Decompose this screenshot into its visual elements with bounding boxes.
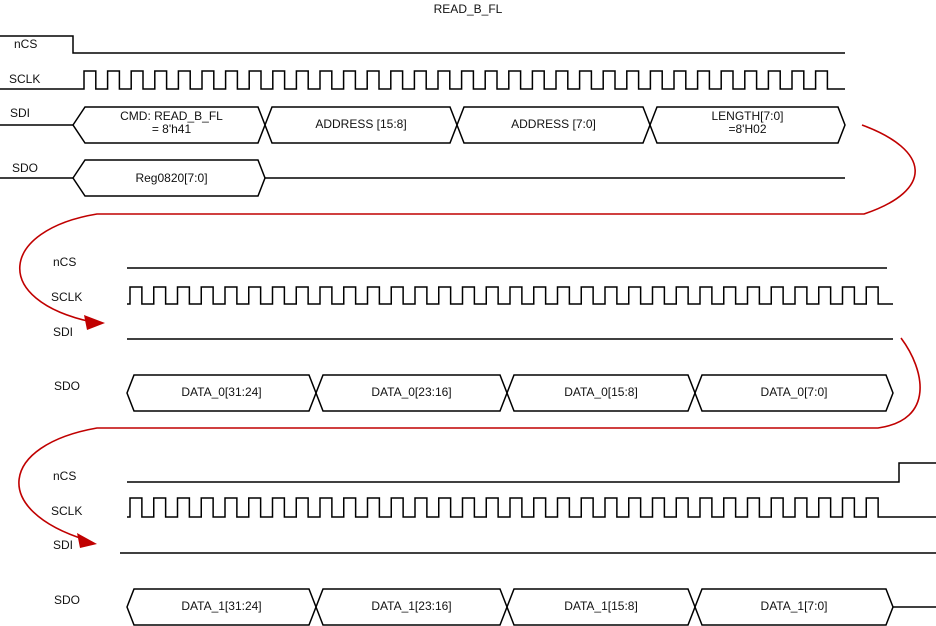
length-line-2: =8'H02: [728, 122, 767, 136]
sdi-addr-hi-text: ADDRESS [15:8]: [315, 117, 407, 131]
sdo-reg-text: Reg0820[7:0]: [135, 171, 208, 185]
signal-label-ncs-3: nCS: [53, 469, 77, 483]
sdo-data0-2-text: DATA_0[23:16]: [371, 385, 452, 399]
sclk-wave-1: [0, 70, 845, 90]
arrowhead-icon-2: [77, 533, 97, 548]
sdo-data1-3-text: DATA_1[31:24]: [181, 599, 262, 613]
length-line-1: LENGTH[7:0]: [711, 109, 784, 123]
ncs-wave-3: [127, 462, 936, 483]
diagram-title: READ_B_FL: [433, 2, 503, 16]
cmd-line-1: CMD: READ_B_FL: [120, 109, 223, 123]
signal-label-sdi-3: SDI: [53, 538, 74, 552]
sdo-data1-2-text: DATA_1[23:16]: [371, 599, 452, 613]
continuation-arrow-1: [19, 124, 916, 323]
continuation-arrow-2: [18, 337, 921, 541]
signal-label-sdo-3: SDO: [54, 593, 81, 607]
sdi-length-text: LENGTH[7:0] =8'H02: [657, 110, 838, 136]
signal-label-sdo-2: SDO: [54, 379, 81, 393]
sdi-cmd-text: CMD: READ_B_FL = 8'h41: [85, 110, 258, 136]
sdo-data0-0-text: DATA_0[7:0]: [760, 385, 828, 399]
signal-label-sclk-2: SCLK: [51, 290, 83, 304]
signal-label-sdi: SDI: [10, 106, 31, 120]
arrowhead-icon-1: [84, 315, 105, 330]
sclk-wave-3: [127, 497, 936, 518]
ncs-wave-1: [0, 35, 845, 54]
signal-label-sdi-2: SDI: [53, 325, 74, 339]
signal-label-ncs-2: nCS: [53, 255, 77, 269]
sdo-data1-1-text: DATA_1[15:8]: [564, 599, 638, 613]
sdo-data1-0-text: DATA_1[7:0]: [760, 599, 828, 613]
signal-label-ncs: nCS: [14, 37, 38, 51]
signal-label-sclk: SCLK: [9, 72, 41, 86]
sdi-bus-length: [649, 106, 846, 144]
cmd-line-2: = 8'h41: [151, 122, 192, 136]
sdi-addr-lo-text: ADDRESS [7:0]: [511, 117, 596, 131]
sdo-data0-1-text: DATA_0[15:8]: [564, 385, 638, 399]
sclk-wave-2: [127, 286, 893, 305]
signal-label-sdo: SDO: [12, 161, 39, 175]
signal-label-sclk-3: SCLK: [51, 504, 83, 518]
sdo-data0-3-text: DATA_0[31:24]: [181, 385, 262, 399]
sdo-bus-data0-0: [694, 374, 894, 412]
